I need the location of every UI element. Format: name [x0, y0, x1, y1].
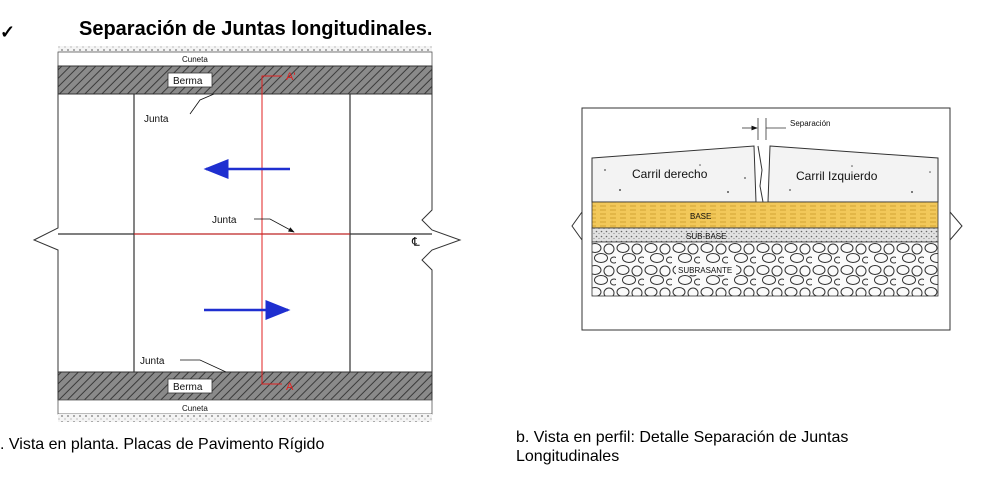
carril-derecho-label: Carril derecho	[632, 167, 708, 181]
right-edge-break	[421, 94, 462, 372]
cuneta-bottom-label: Cuneta	[182, 404, 208, 413]
concrete-speckles	[604, 164, 931, 193]
left-edge-break	[32, 94, 59, 372]
sub-base-layer	[591, 227, 939, 243]
section-cut-line	[261, 75, 282, 385]
junta-center-leader	[254, 218, 295, 233]
base-layer	[591, 201, 939, 229]
separacion-label: Separación	[790, 119, 830, 128]
berma-bottom-band	[57, 371, 433, 401]
subrasante-label-bg	[676, 264, 736, 275]
carril-izquierdo-label: Carril Izquierdo	[796, 169, 878, 183]
cuneta-top-band	[57, 51, 433, 67]
berma-bottom-box	[167, 378, 213, 394]
cuneta-top-label: Cuneta	[182, 55, 208, 64]
cuneta-top-strip	[58, 46, 432, 52]
profile-right-break	[949, 211, 963, 241]
profile-left-break	[571, 211, 583, 241]
section-bottom-label: A	[286, 381, 294, 393]
junta-bottom-leader	[180, 359, 227, 373]
profile-view-caption: b. Vista en perfil: Detalle Separación d…	[516, 429, 849, 465]
junta-top-label: Junta	[144, 114, 169, 125]
checkmark-bullet-icon: ✓	[0, 22, 16, 42]
sub-base-label: SUB-BASE	[686, 232, 726, 241]
section-top-label: A'	[286, 71, 295, 83]
base-label: BASE	[690, 212, 711, 221]
junta-top-leader	[189, 93, 215, 115]
junta-bottom-label: Junta	[140, 356, 165, 367]
plan-view-caption: . Vista en planta. Placas de Pavimento R…	[0, 436, 325, 453]
junta-center-label: Junta	[212, 215, 237, 226]
berma-top-band	[57, 65, 433, 95]
page-title: Separación de Juntas longitudinales.	[79, 18, 433, 40]
centerline-symbol: ℄	[411, 235, 420, 249]
profile-view: Separación Carril derecho Carril Izquier…	[571, 107, 963, 331]
berma-bottom-label: Berma	[173, 382, 203, 393]
cuneta-bottom-band	[57, 399, 433, 415]
berma-top-label: Berma	[173, 76, 203, 87]
cuneta-bottom-strip	[58, 414, 432, 422]
subrasante-layer	[591, 241, 939, 297]
subrasante-label: SUBRASANTE	[678, 266, 732, 275]
plan-view: Cuneta Berma Berma Cuneta ℄ A' A Junta J…	[32, 46, 462, 422]
joint-crack	[757, 145, 764, 203]
berma-top-box	[167, 72, 213, 88]
